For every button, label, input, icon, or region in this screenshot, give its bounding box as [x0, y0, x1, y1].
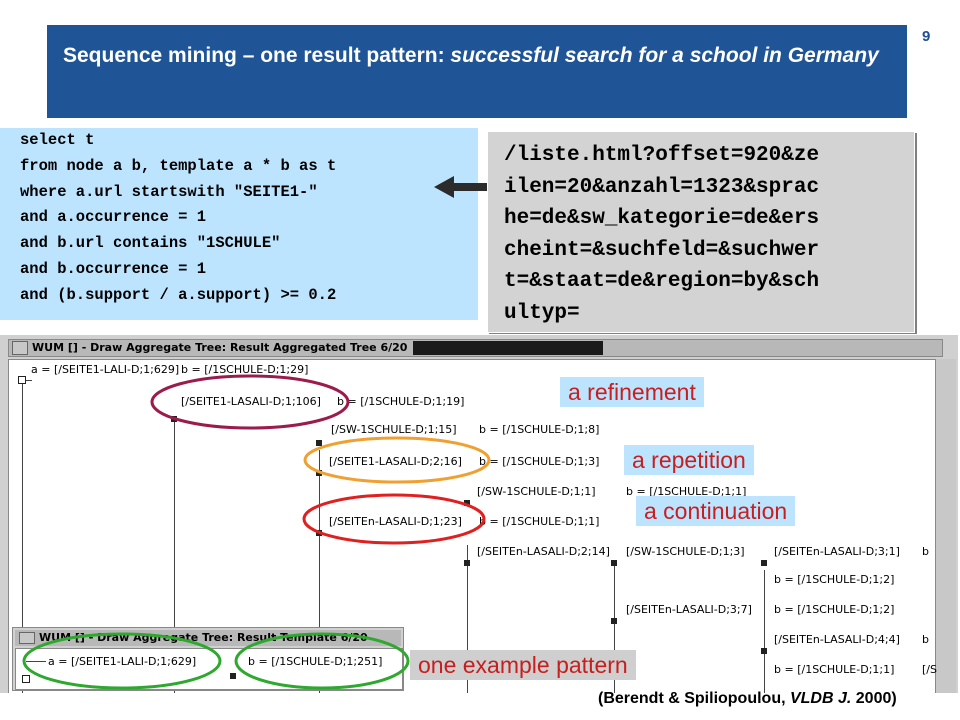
page-number: 9: [922, 28, 931, 45]
tree-node[interactable]: [/SEITEn-LASALI-D;2;14]: [477, 545, 610, 558]
continuation-ring: [302, 493, 486, 545]
refinement-ring: [150, 374, 350, 430]
tree-node[interactable]: b = [/1SCHULE-D;1;2]: [774, 573, 895, 586]
tree-node[interactable]: [/SW-1SCHULE-D;1;1]: [477, 485, 596, 498]
tree-node[interactable]: b = [/1SCHULE-D;1;8]: [479, 423, 600, 436]
tree-node-marker-icon[interactable]: [761, 648, 767, 654]
template-node-a[interactable]: a = [/SEITE1-LALI-D;1;629]: [48, 655, 197, 668]
tree-node[interactable]: [/SEITE1-LASALI-D;1;106]: [181, 395, 321, 408]
titlebar-fill: [413, 341, 604, 355]
tree-node[interactable]: [/SEITEn-LASALI-D;3;7]: [626, 603, 752, 616]
window-menu-icon[interactable]: [19, 632, 35, 644]
tree-node[interactable]: b = [/1SCHULE-D;1;2]: [774, 603, 895, 616]
citation-journal: VLDB J.: [789, 690, 852, 707]
tree-node[interactable]: b: [922, 633, 929, 646]
label-continuation: a continuation: [636, 496, 796, 526]
citation-suffix: 2000): [851, 690, 897, 707]
url-text: /liste.html?offset=920&ze ilen=20&anzahl…: [504, 144, 820, 325]
wum-window-title: WUM [] - Draw Aggregate Tree: Result Agg…: [32, 341, 408, 354]
slide-title-plain: Sequence mining – one result pattern:: [63, 44, 451, 67]
left-arrow-icon: [434, 176, 492, 198]
citation-prefix: (Berendt & Spiliopoulou,: [598, 690, 790, 707]
tree-node[interactable]: [/SW-1SCHULE-D;1;3]: [626, 545, 745, 558]
url-box: /liste.html?offset=920&ze ilen=20&anzahl…: [487, 131, 915, 333]
label-refinement: a refinement: [560, 377, 704, 407]
tree-node[interactable]: [/SW-1SCHULE-D;1;15]: [331, 423, 457, 436]
window-menu-icon[interactable]: [12, 341, 28, 355]
repetition-ring: [303, 436, 491, 484]
tree-node-marker-icon[interactable]: [464, 560, 470, 566]
tree-node-marker-icon[interactable]: [611, 618, 617, 624]
example-ring-a: [22, 632, 222, 690]
tree-node[interactable]: [/SEITEn-LASALI-D;3;1]: [774, 545, 900, 558]
tree-node[interactable]: [/S: [922, 663, 937, 676]
template-node-b[interactable]: b = [/1SCHULE-D;1;251]: [248, 655, 383, 668]
citation: (Berendt & Spiliopoulou, VLDB J. 2000): [598, 690, 897, 708]
label-example: one example pattern: [410, 650, 636, 680]
slide-title-italic: successful search for a school in German…: [450, 44, 879, 67]
tree-node-marker-icon[interactable]: [316, 440, 322, 446]
tree-node-toggle-icon[interactable]: [18, 376, 26, 384]
tree-node-marker-icon[interactable]: [230, 673, 236, 679]
query-code: select t from node a b, template a * b a…: [20, 131, 337, 304]
slide-title: Sequence mining – one result pattern: su…: [47, 25, 907, 118]
wum-window-titlebar[interactable]: WUM [] - Draw Aggregate Tree: Result Agg…: [8, 339, 943, 357]
tree-node[interactable]: [/SEITE1-LASALI-D;2;16]: [329, 455, 462, 468]
tree-node[interactable]: b: [922, 545, 929, 558]
tree-node-marker-icon[interactable]: [611, 560, 617, 566]
example-ring-b: [234, 632, 410, 690]
tree-node[interactable]: [/SEITEn-LASALI-D;1;23]: [329, 515, 462, 528]
tree-node[interactable]: b = [/1SCHULE-D;1;1]: [626, 485, 747, 498]
tree-node[interactable]: b = [/1SCHULE-D;1;1]: [479, 515, 600, 528]
vertical-scrollbar[interactable]: [936, 359, 956, 693]
tree-node[interactable]: b = [/1SCHULE-D;1;29]: [181, 363, 309, 376]
tree-node-marker-icon[interactable]: [464, 500, 470, 506]
label-repetition: a repetition: [624, 445, 754, 475]
query-box: select t from node a b, template a * b a…: [0, 128, 478, 320]
wum-aggregate-tree-window: WUM [] - Draw Aggregate Tree: Result Agg…: [0, 334, 958, 693]
tree-node[interactable]: b = [/1SCHULE-D;1;19]: [337, 395, 465, 408]
tree-node[interactable]: b = [/1SCHULE-D;1;3]: [479, 455, 600, 468]
tree-node-marker-icon[interactable]: [761, 560, 767, 566]
tree-node[interactable]: a = [/SEITE1-LALI-D;1;629]: [31, 363, 180, 376]
tree-node[interactable]: b = [/1SCHULE-D;1;1]: [774, 663, 895, 676]
tree-node[interactable]: [/SEITEn-LASALI-D;4;4]: [774, 633, 900, 646]
tree-node-toggle-icon[interactable]: [22, 675, 30, 683]
